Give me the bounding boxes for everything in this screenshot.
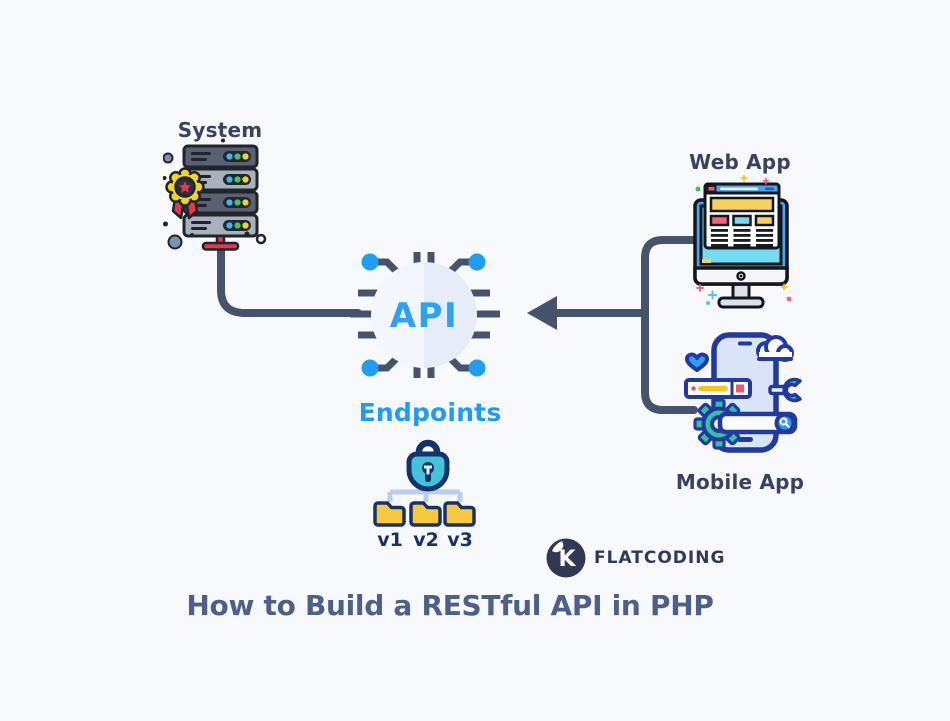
endpoints-label: Endpoints (358, 398, 502, 427)
page-title: How to Build a RESTful API in PHP (186, 589, 714, 622)
endpoints-versions-icon: v1 v2 v3 (373, 439, 476, 550)
api-text: API (390, 296, 458, 336)
web-app-monitor-icon (693, 175, 792, 309)
brand-logo-mark-icon: K (546, 538, 586, 578)
server-icon (163, 138, 267, 251)
sparkles (695, 175, 792, 305)
cloud-icon (756, 335, 794, 362)
api-chip-icon: API (350, 252, 500, 378)
brand-logo-text: FLATCODING (594, 548, 726, 568)
folder-icon (409, 501, 442, 527)
version-label-v2: v2 (413, 529, 439, 550)
version-label-v3: v3 (447, 529, 473, 550)
arrowhead-left (527, 296, 557, 330)
system-label: System (177, 118, 263, 142)
browser-window (703, 182, 781, 250)
connector-apps-vertical (641, 236, 698, 414)
mobile-app-label: Mobile App (675, 470, 805, 494)
lock-icon (406, 439, 450, 492)
connector-system-to-api (217, 244, 362, 317)
folder-icon (373, 501, 406, 527)
decor-dots (163, 138, 267, 250)
svg-text:K: K (558, 547, 576, 572)
version-label-v1: v1 (377, 529, 403, 550)
address-bar-icon (684, 378, 752, 399)
web-app-label: Web App (689, 150, 791, 174)
heart-icon (685, 352, 709, 372)
brand-logo: K FLATCODING (545, 537, 725, 579)
search-bar-icon (717, 411, 798, 435)
folder-icon (443, 501, 476, 527)
award-badge-icon (165, 167, 205, 220)
wrench-icon (768, 377, 802, 403)
mobile-app-phone-icon (684, 332, 802, 453)
